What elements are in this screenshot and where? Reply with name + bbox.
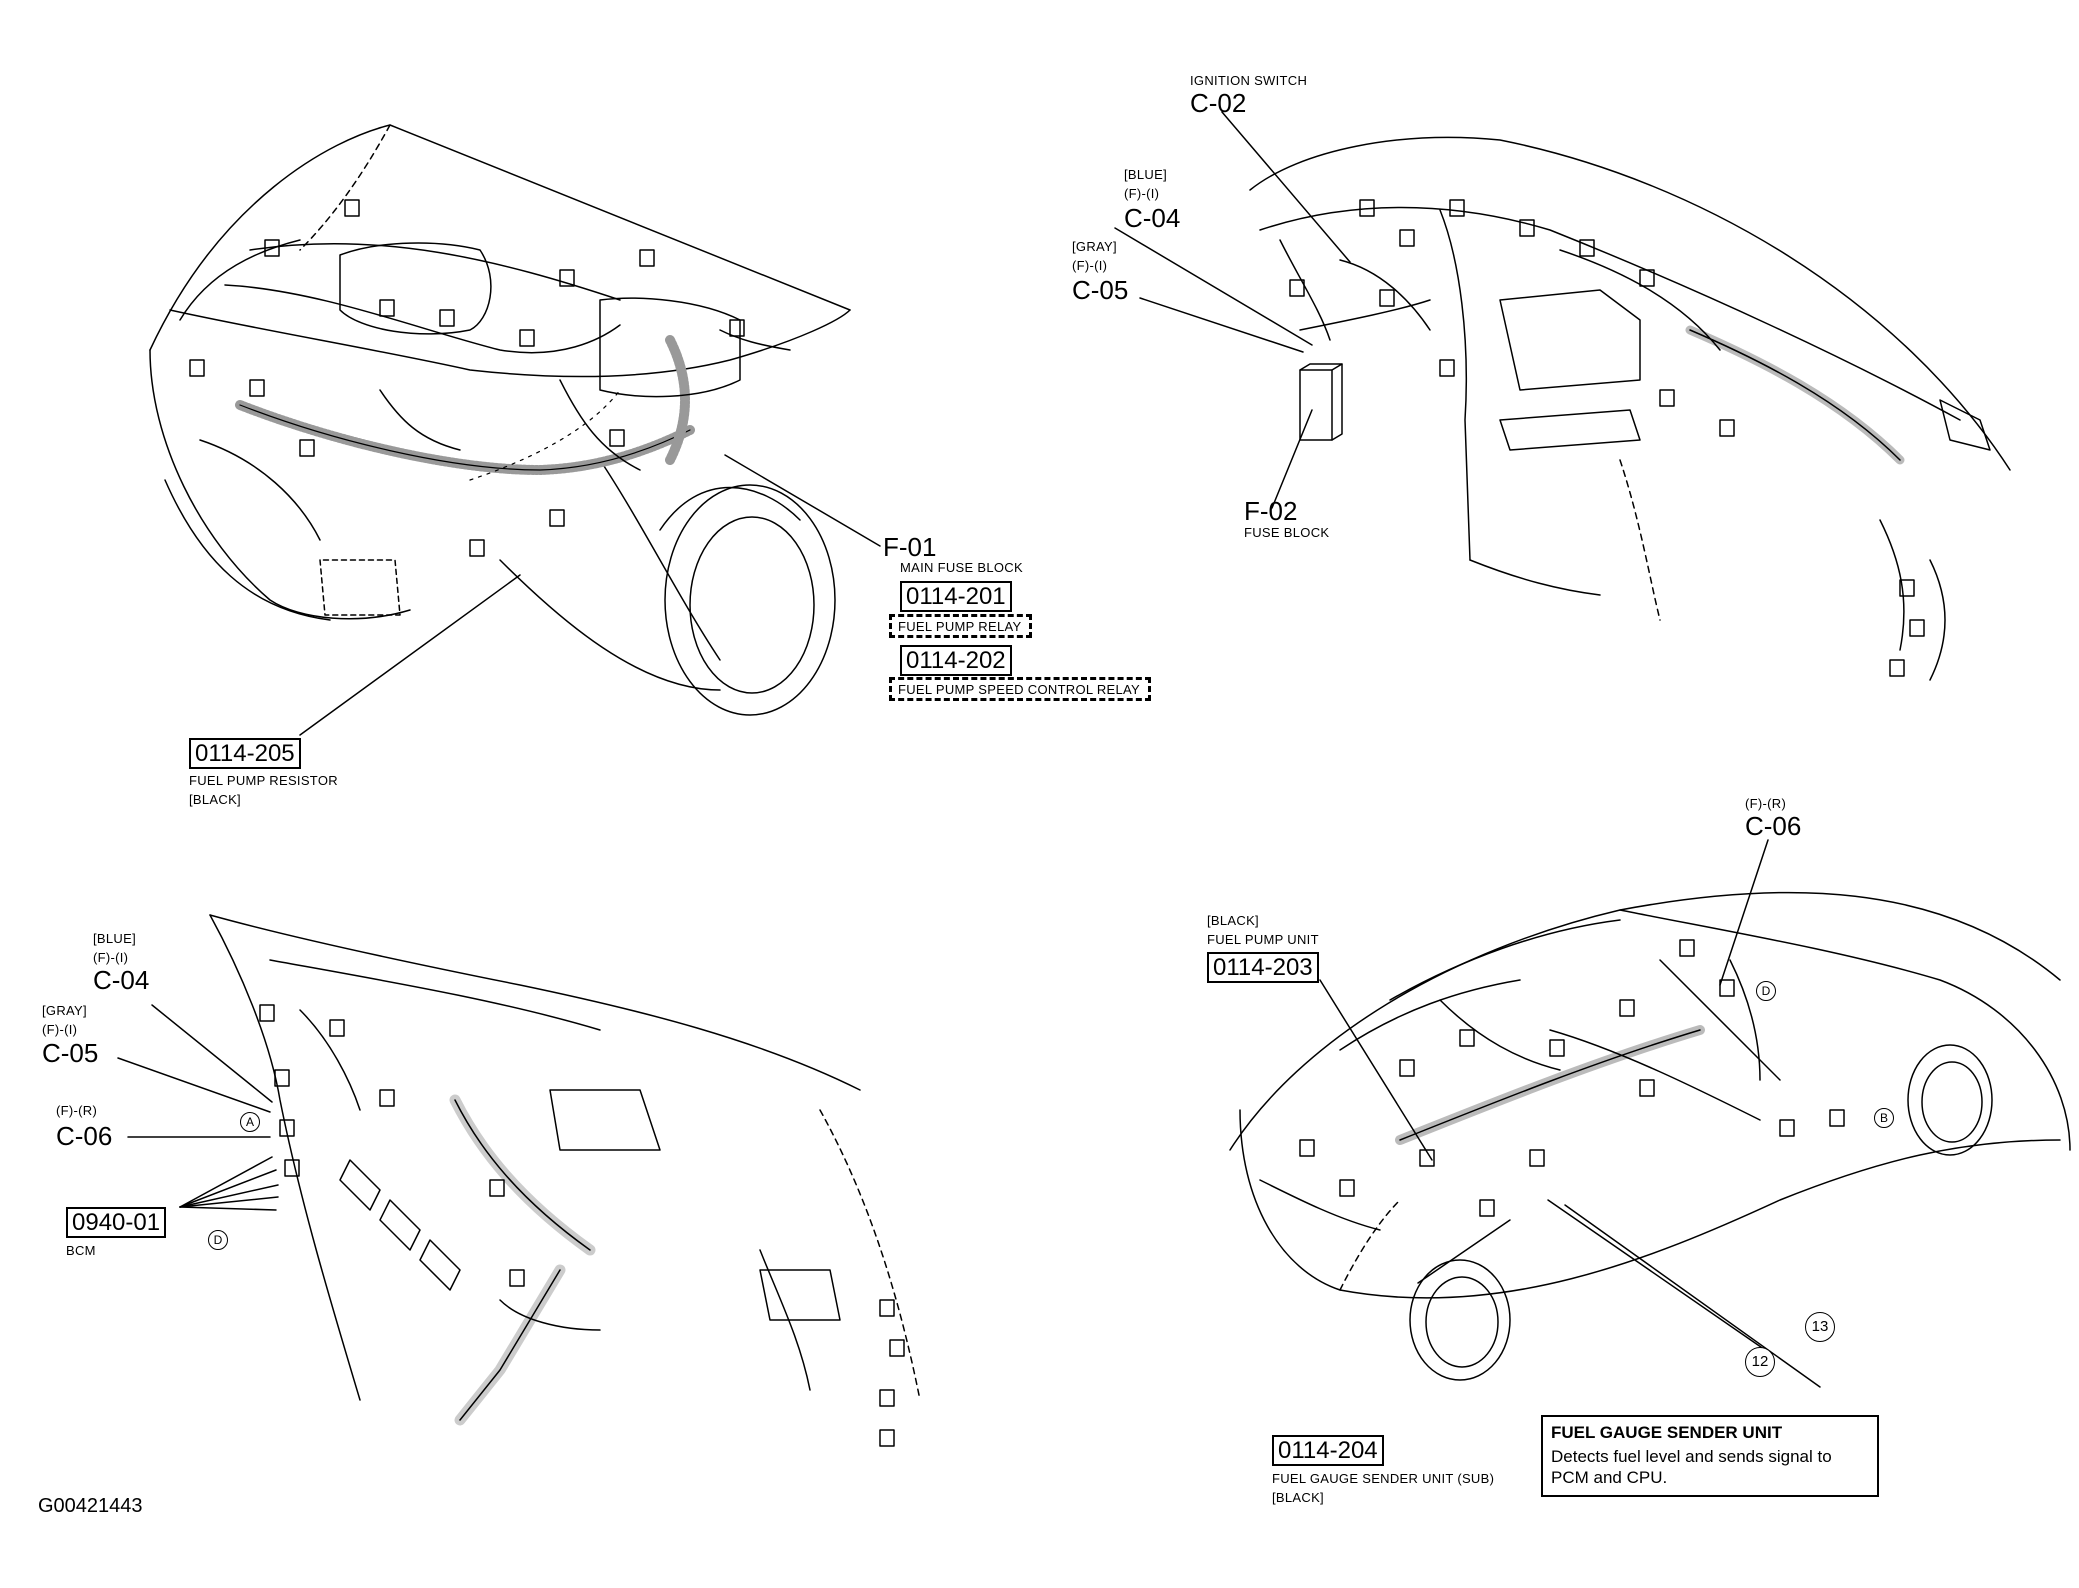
left-c05-position: (F)-(I) bbox=[42, 1022, 78, 1037]
fuel-pump-color: [BLACK] bbox=[1207, 913, 1259, 928]
ignition-switch-code: C-02 bbox=[1190, 88, 1247, 118]
fuel-pump-code: 0114-203 bbox=[1207, 952, 1319, 983]
dash-c04-position: (F)-(I) bbox=[1124, 186, 1160, 201]
f01-name: MAIN FUSE BLOCK bbox=[900, 560, 1023, 575]
info-box: FUEL GAUGE SENDER UNIT Detects fuel leve… bbox=[1541, 1415, 1879, 1497]
marker-a: A bbox=[240, 1112, 260, 1132]
relay2-code: 0114-202 bbox=[900, 645, 1012, 676]
dash-c04-color: [BLUE] bbox=[1124, 167, 1167, 182]
dash-c04-code: C-04 bbox=[1124, 203, 1181, 233]
relay2-name: FUEL PUMP SPEED CONTROL RELAY bbox=[889, 677, 1152, 701]
dash-c05-code: C-05 bbox=[1072, 275, 1129, 305]
rear-c06-code: C-06 bbox=[1745, 811, 1802, 841]
marker-d-rear: D bbox=[1756, 981, 1776, 1001]
rear-body-illustration bbox=[1229, 891, 2071, 1381]
sender-color: [BLACK] bbox=[1272, 1490, 1324, 1505]
dashboard-leaders bbox=[1114, 111, 1351, 509]
left-c04-position: (F)-(I) bbox=[93, 950, 129, 965]
info-box-text: Detects fuel level and sends signal to P… bbox=[1551, 1447, 1832, 1488]
f02-code: F-02 bbox=[1244, 496, 1298, 526]
bcm-code: 0940-01 bbox=[66, 1207, 167, 1238]
bcm-name: BCM bbox=[66, 1243, 96, 1258]
sender-code: 0114-204 bbox=[1272, 1435, 1384, 1466]
info-box-title: FUEL GAUGE SENDER UNIT bbox=[1551, 1423, 1783, 1442]
rear-body-leaders bbox=[1319, 839, 1821, 1388]
resistor-name: FUEL PUMP RESISTOR bbox=[189, 773, 338, 788]
dash-c05-position: (F)-(I) bbox=[1072, 258, 1108, 273]
dash-c05-color: [GRAY] bbox=[1072, 239, 1117, 254]
sender-name: FUEL GAUGE SENDER UNIT (SUB) bbox=[1272, 1471, 1495, 1486]
f02-name: FUSE BLOCK bbox=[1244, 525, 1330, 540]
marker-b: B bbox=[1874, 1108, 1894, 1128]
left-c06-code: C-06 bbox=[56, 1121, 113, 1151]
left-c06-position: (F)-(R) bbox=[56, 1103, 98, 1118]
ignition-switch-name: IGNITION SWITCH bbox=[1190, 73, 1308, 88]
marker-d-left: D bbox=[208, 1230, 228, 1250]
left-dash-leaders bbox=[117, 1004, 279, 1211]
left-c04-code: C-04 bbox=[93, 965, 150, 995]
f01-code: F-01 bbox=[883, 532, 937, 562]
engine-bay-leaders bbox=[299, 454, 881, 736]
left-c04-color: [BLUE] bbox=[93, 931, 136, 946]
fuel-pump-name: FUEL PUMP UNIT bbox=[1207, 932, 1319, 947]
callout-13: 13 bbox=[1805, 1312, 1835, 1342]
callout-12: 12 bbox=[1745, 1347, 1775, 1377]
relay1-name: FUEL PUMP RELAY bbox=[889, 614, 1033, 638]
rear-c06-position: (F)-(R) bbox=[1745, 796, 1787, 811]
dashboard-illustration bbox=[1249, 136, 2011, 681]
left-c05-code: C-05 bbox=[42, 1038, 99, 1068]
resistor-color: [BLACK] bbox=[189, 792, 241, 807]
left-dash-illustration bbox=[209, 914, 921, 1447]
figure-id: G00421443 bbox=[38, 1495, 143, 1517]
left-c05-color: [GRAY] bbox=[42, 1003, 87, 1018]
relay1-code: 0114-201 bbox=[900, 581, 1012, 612]
engine-bay-illustration bbox=[149, 124, 851, 716]
resistor-code: 0114-205 bbox=[189, 738, 301, 769]
